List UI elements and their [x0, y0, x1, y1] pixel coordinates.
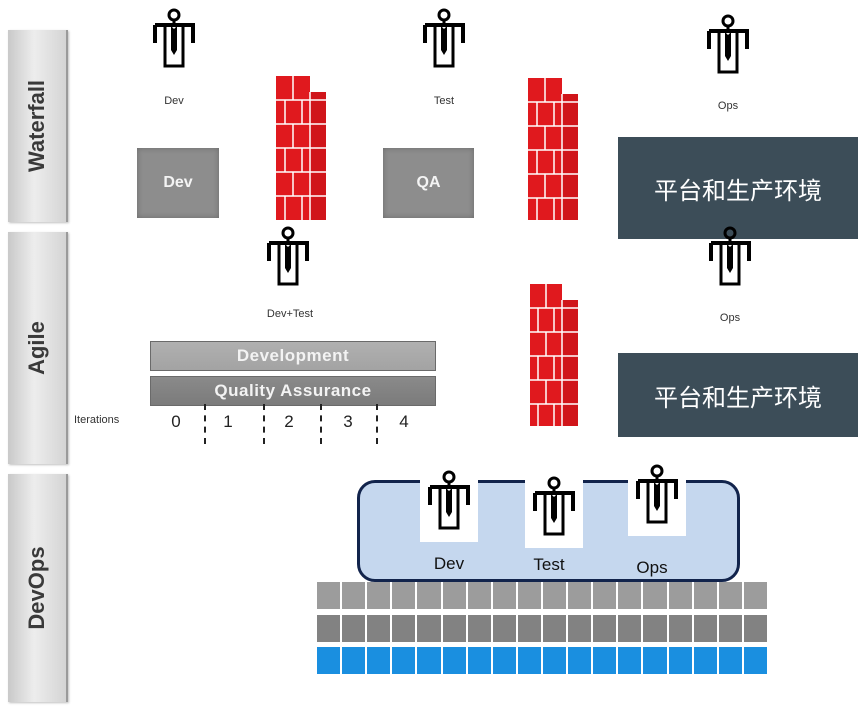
person-icon: [706, 14, 750, 74]
platform-tile: [417, 647, 441, 674]
platform-tile: [467, 615, 491, 642]
lane-label-agile: Agile: [24, 321, 49, 375]
person-label-dev-test: Dev+Test: [266, 308, 314, 320]
tile-row-light: [317, 582, 767, 609]
platform-tile: [367, 582, 391, 609]
platform-tile: [517, 647, 541, 674]
platform-tile: [618, 582, 642, 609]
platform-tile: [417, 615, 441, 642]
person-icon: [532, 476, 576, 536]
iteration-number: 2: [284, 412, 294, 431]
platform-tile: [317, 647, 341, 674]
platform-tile: [568, 582, 592, 609]
person-icon: [708, 226, 752, 286]
platform-tile: [743, 582, 767, 609]
person-icon: [635, 464, 679, 524]
platform-tile: [417, 582, 441, 609]
platform-tile: [467, 647, 491, 674]
iterations-label: Iterations: [74, 414, 120, 426]
platform-tile: [718, 582, 742, 609]
platform-tile: [668, 582, 692, 609]
platform-tile: [568, 615, 592, 642]
platform-tile: [467, 582, 491, 609]
platform-tile: [743, 615, 767, 642]
platform-tile: [643, 647, 667, 674]
platform-tile: [668, 647, 692, 674]
platform-tile: [542, 582, 567, 609]
platform-tile: [618, 615, 642, 642]
platform-tile: [618, 647, 642, 674]
platform-tile: [593, 647, 617, 674]
platform-tile: [542, 615, 567, 642]
iteration-separator: [263, 404, 265, 444]
iteration-number: 1: [223, 412, 233, 431]
brick-wall-icon: [530, 284, 578, 426]
platform-tile: [392, 647, 416, 674]
person-icon: [152, 8, 196, 68]
devops-label-ops: Ops: [636, 558, 668, 577]
platform-tile: [392, 615, 416, 642]
lane-tab-waterfall: Waterfall: [8, 30, 68, 222]
lane-label-waterfall: Waterfall: [24, 79, 49, 173]
platform-tile: [342, 582, 366, 609]
dev-box: Dev: [137, 148, 219, 218]
iteration-separator: [320, 404, 322, 444]
development-bar: Development: [150, 341, 436, 371]
person-icon: [427, 470, 471, 530]
lane-tab-devops: DevOps: [8, 474, 68, 702]
iteration-number: 3: [343, 412, 353, 431]
lane-tab-agile: Agile: [8, 232, 68, 464]
person-icon: [422, 8, 466, 68]
platform-tile: [367, 615, 391, 642]
devops-label-dev: Dev: [433, 554, 465, 573]
iteration-separator: [376, 404, 378, 444]
platform-tile: [517, 582, 541, 609]
person-label-ops: Ops: [717, 100, 739, 112]
platform-tile: [693, 615, 717, 642]
platform-tile: [317, 615, 341, 642]
person-label-dev: Dev: [164, 95, 184, 107]
platform-tile: [718, 647, 742, 674]
platform-env-box: 平台和生产环境: [618, 353, 858, 437]
platform-tile: [718, 615, 742, 642]
platform-tile: [593, 615, 617, 642]
platform-tile: [643, 615, 667, 642]
platform-tile: [317, 582, 341, 609]
platform-tile: [442, 582, 466, 609]
platform-tile: [492, 615, 516, 642]
platform-tile: [442, 647, 466, 674]
platform-tile: [442, 615, 466, 642]
platform-tile: [342, 647, 366, 674]
lane-label-devops: DevOps: [24, 546, 49, 630]
iteration-number: 0: [171, 412, 181, 431]
platform-tile: [593, 582, 617, 609]
quality-assurance-bar: Quality Assurance: [150, 376, 436, 406]
person-icon: [266, 226, 310, 286]
platform-tile: [693, 582, 717, 609]
platform-tile: [392, 582, 416, 609]
platform-tile: [743, 647, 767, 674]
platform-env-box: 平台和生产环境: [618, 137, 858, 239]
qa-box: QA: [383, 148, 474, 218]
platform-tile: [668, 615, 692, 642]
platform-tile: [342, 615, 366, 642]
iteration-separator: [204, 404, 206, 444]
platform-tile: [693, 647, 717, 674]
platform-tile: [492, 647, 516, 674]
tile-row-blue: [317, 647, 767, 674]
platform-tile: [542, 647, 567, 674]
person-label-test: Test: [433, 95, 455, 107]
devops-label-test: Test: [533, 555, 565, 574]
platform-tile: [643, 582, 667, 609]
platform-tile: [568, 647, 592, 674]
brick-wall-icon: [276, 76, 326, 220]
platform-tile: [517, 615, 541, 642]
platform-tile: [367, 647, 391, 674]
brick-wall-icon: [528, 78, 578, 220]
iteration-number: 4: [399, 412, 409, 431]
tile-row-mid: [317, 615, 767, 642]
platform-tile: [492, 582, 516, 609]
person-label-ops-agile: Ops: [719, 312, 741, 324]
